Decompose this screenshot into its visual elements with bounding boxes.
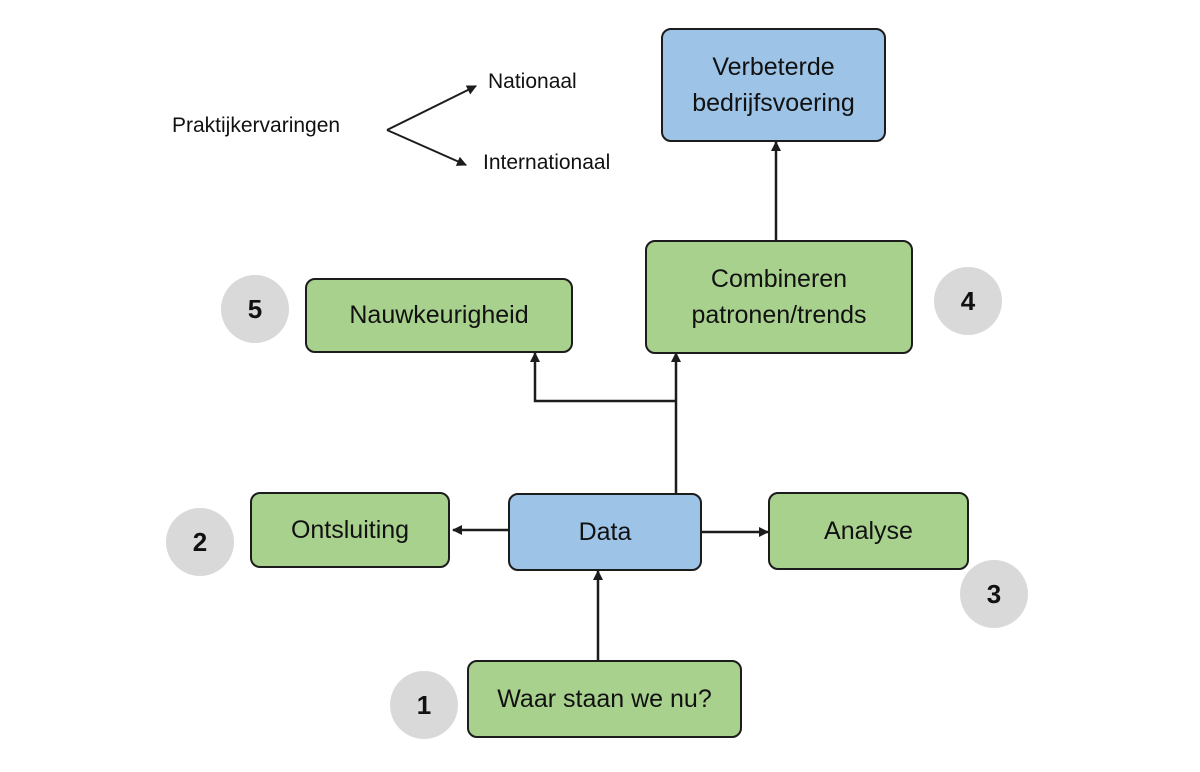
legend-target-internationaal: Internationaal	[483, 151, 611, 174]
node-waar-staan-we-nu: Waar staan we nu?	[467, 660, 742, 738]
arrow-to-internationaal	[386, 129, 467, 166]
node-analyse: Analyse	[768, 492, 969, 570]
arrow-branch-to-nauwkeurigheid	[530, 352, 676, 403]
step-badge-3: 3	[960, 560, 1028, 628]
step-badge-1: 1	[390, 671, 458, 739]
step-badge-2: 2	[166, 508, 234, 576]
node-combineren-patronen: Combineren patronen/trends	[645, 240, 913, 354]
legend-source-label: Praktijkervaringen	[172, 114, 341, 137]
node-data: Data	[508, 493, 702, 571]
node-ontsluiting: Ontsluiting	[250, 492, 450, 568]
step-badge-4: 4	[934, 267, 1002, 335]
node-nauwkeurigheid: Nauwkeurigheid	[305, 278, 573, 353]
step-badge-5: 5	[221, 275, 289, 343]
arrow-to-nationaal	[386, 85, 477, 131]
node-verbeterde-bedrijfsvoering: Verbeterde bedrijfsvoering	[661, 28, 886, 142]
legend-target-nationaal: Nationaal	[488, 70, 577, 93]
